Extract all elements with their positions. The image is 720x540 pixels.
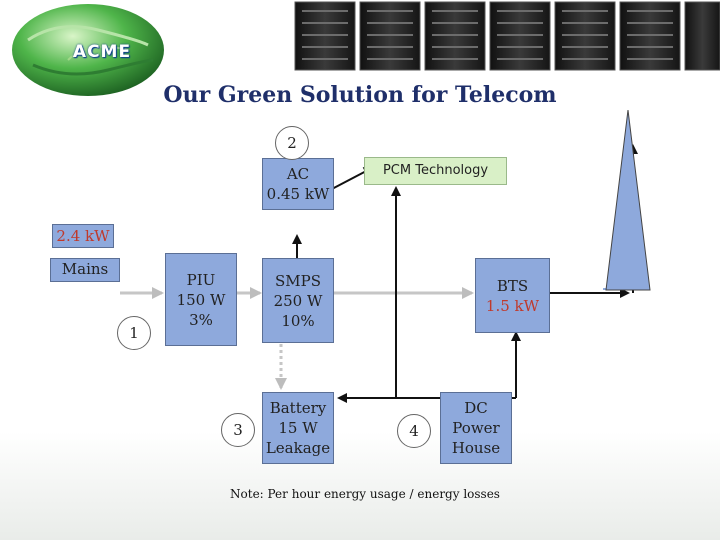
ac-box: AC 0.45 kW — [262, 158, 334, 210]
step-3-number: 3 — [233, 421, 243, 439]
smps-power: 250 W — [273, 291, 323, 310]
step-1-number: 1 — [129, 324, 139, 342]
step-4-marker: 4 — [397, 414, 431, 448]
piu-box: PIU 150 W 3% — [165, 253, 237, 346]
total-power-label: 2.4 kW — [56, 227, 110, 245]
ac-power: 0.45 kW — [266, 185, 330, 203]
server-racks-image — [294, 1, 720, 71]
mains-box: Mains — [50, 258, 120, 282]
battery-box: Battery 15 W Leakage — [262, 392, 334, 464]
bts-power: 1.5 kW — [485, 296, 540, 315]
dc-label: DC — [464, 399, 488, 417]
piu-power: 150 W — [176, 290, 226, 309]
ac-label: AC — [286, 165, 310, 183]
mains-label: Mains — [61, 260, 109, 278]
bts-box: BTS 1.5 kW — [475, 258, 550, 333]
battery-leakage: Leakage — [265, 439, 331, 457]
piu-loss: 3% — [189, 310, 213, 329]
pcm-technology-box: PCM Technology — [364, 157, 507, 185]
step-1-marker: 1 — [117, 316, 151, 350]
logo-text: ACME — [72, 42, 132, 62]
dc-power: Power — [452, 419, 500, 437]
pcm-label: PCM Technology — [382, 163, 489, 178]
bts-label: BTS — [496, 276, 529, 295]
globe-icon — [12, 4, 164, 96]
smps-label: SMPS — [274, 271, 321, 290]
step-4-number: 4 — [409, 422, 419, 440]
acme-logo: ACME — [8, 0, 168, 102]
total-power-box: 2.4 kW — [52, 224, 114, 248]
antenna-tower — [605, 109, 651, 291]
piu-label: PIU — [186, 270, 216, 289]
dc-house: House — [451, 439, 501, 457]
step-3-marker: 3 — [221, 413, 255, 447]
footnote: Note: Per hour energy usage / energy los… — [230, 487, 500, 501]
battery-label: Battery — [269, 399, 327, 417]
step-2-marker: 2 — [275, 126, 309, 160]
smps-box: SMPS 250 W 10% — [262, 258, 334, 343]
dc-power-house-box: DC Power House — [440, 392, 512, 464]
smps-loss: 10% — [281, 311, 315, 330]
battery-power: 15 W — [278, 419, 318, 437]
step-2-number: 2 — [287, 134, 297, 152]
page-title: Our Green Solution for Telecom — [163, 82, 557, 108]
